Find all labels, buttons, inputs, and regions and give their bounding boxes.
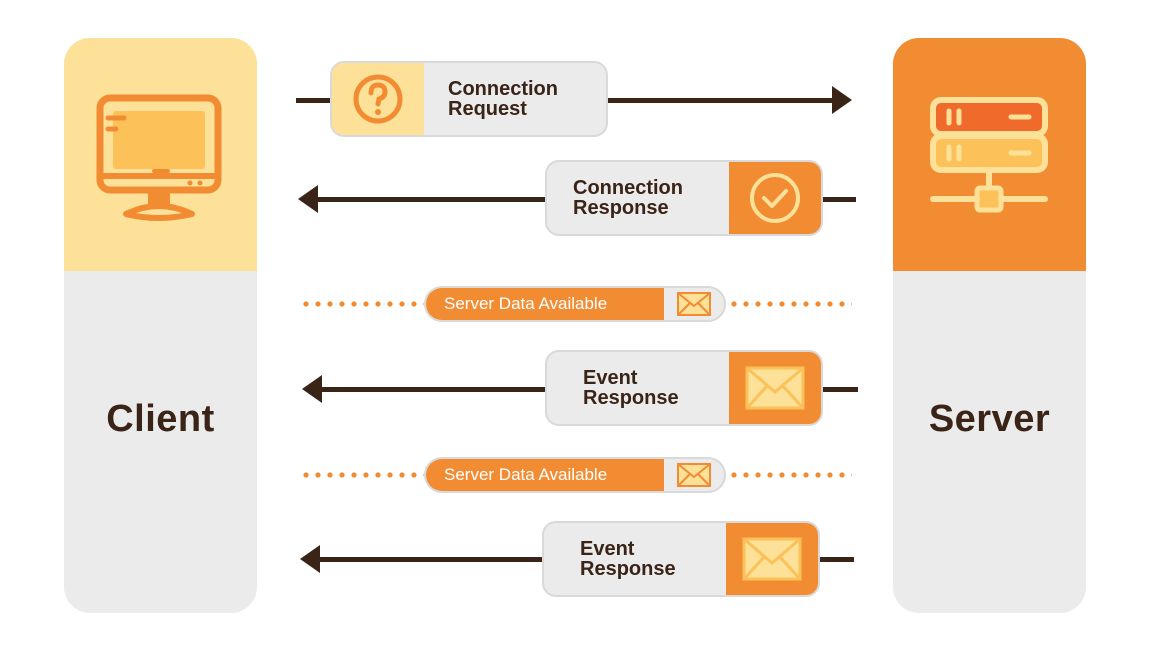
- server-data-label-1: Server Data Available: [426, 288, 664, 320]
- server-data-dots-left-2: [300, 472, 424, 478]
- client-column: Client: [64, 38, 257, 613]
- event-response-1-line2: Response: [583, 387, 679, 409]
- envelope-icon: [742, 537, 802, 581]
- server-column: Server: [893, 38, 1086, 613]
- connection-response-line2: Response: [573, 197, 669, 219]
- server-data-available-1: Server Data Available: [424, 286, 726, 322]
- response-arrowhead: [298, 185, 318, 213]
- event-response-message-2: Event Response: [542, 521, 820, 597]
- monitor-icon: [96, 94, 222, 221]
- event-response-arrowhead-1: [302, 375, 322, 403]
- envelope-icon: [745, 366, 805, 410]
- envelope-icon: [677, 292, 711, 316]
- connection-request-line1: Connection: [448, 78, 558, 100]
- question-circle-icon: [353, 74, 403, 124]
- server-rack-icon: [930, 97, 1048, 213]
- client-label: Client: [106, 398, 215, 440]
- connection-request-message: Connection Request: [330, 61, 608, 137]
- connection-request-line2: Request: [448, 98, 527, 120]
- server-data-available-2: Server Data Available: [424, 457, 726, 493]
- check-circle-icon: [750, 173, 800, 223]
- event-response-2-line1: Event: [580, 538, 635, 560]
- event-response-2-line2: Response: [580, 558, 676, 580]
- connection-response-line1: Connection: [573, 177, 683, 199]
- event-response-arrowhead-2: [300, 545, 320, 573]
- server-data-dots-left-1: [300, 301, 424, 307]
- server-data-dots-right-1: [728, 301, 852, 307]
- server-data-label-2: Server Data Available: [426, 459, 664, 491]
- connection-response-message: Connection Response: [545, 160, 823, 236]
- event-response-1-line1: Event: [583, 367, 638, 389]
- envelope-icon: [677, 463, 711, 487]
- server-label: Server: [928, 398, 1051, 440]
- event-response-message-1: Event Response: [545, 350, 823, 426]
- server-data-dots-right-2: [728, 472, 852, 478]
- request-arrowhead: [832, 86, 852, 114]
